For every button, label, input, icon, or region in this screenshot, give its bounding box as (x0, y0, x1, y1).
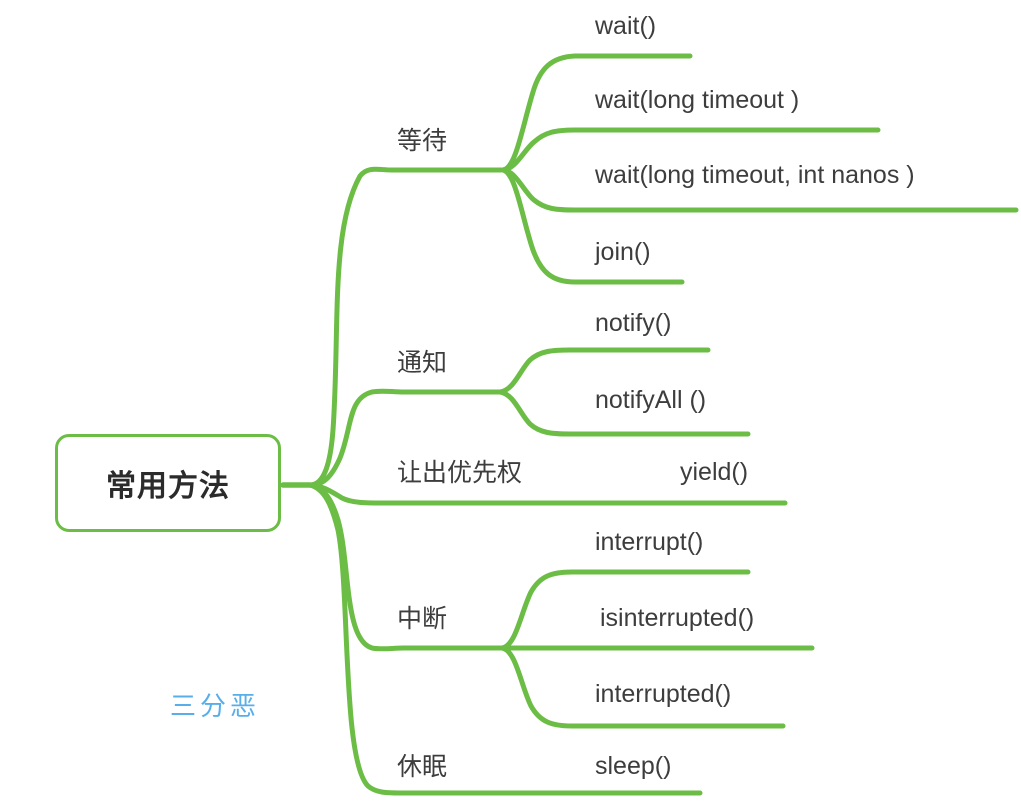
leaf-label-wait-1[interactable]: wait(long timeout ) (595, 86, 800, 114)
sub-branch-line-interrupt-2 (499, 645, 786, 729)
branch-label-yield[interactable]: 让出优先权 (397, 458, 523, 487)
root-node-label: 常用方法 (106, 469, 230, 504)
sub-branch-line-interrupt-0 (499, 569, 751, 651)
branch-label-wait[interactable]: 等待 (397, 126, 448, 155)
sub-branch-line-wait-1 (500, 127, 881, 173)
leaf-label-wait-2[interactable]: wait(long timeout, int nanos ) (595, 161, 915, 189)
watermark-text: 三分恶 (170, 692, 261, 722)
leaf-label-wait-0[interactable]: wait() (595, 12, 657, 40)
sub-branch-line-wait-2 (500, 167, 1019, 213)
sub-branch-line-wait-0 (500, 53, 693, 173)
main-branch-line-yield (307, 482, 788, 506)
leaf-label-notify-1[interactable]: notifyAll () (595, 386, 707, 414)
leaf-label-sleep-0[interactable]: sleep() (595, 752, 672, 780)
sub-branch-line-notify-0 (497, 347, 711, 395)
root-node[interactable]: 常用方法 (55, 434, 281, 532)
sub-branch-line-wait-3 (500, 167, 685, 285)
main-branch-line-wait (307, 166, 506, 488)
sub-branch-line-notify-1 (497, 389, 751, 437)
branch-label-interrupt[interactable]: 中断 (397, 604, 448, 633)
branch-label-sleep[interactable]: 休眠 (397, 752, 448, 781)
leaf-label-wait-3[interactable]: join() (595, 238, 651, 266)
branch-label-notify[interactable]: 通知 (397, 348, 448, 377)
leaf-label-interrupt-2[interactable]: interrupted() (595, 680, 732, 708)
leaf-label-yield-0[interactable]: yield() (680, 458, 749, 486)
main-branch-line-sleep (307, 482, 703, 796)
leaf-label-interrupt-1[interactable]: isinterrupted() (600, 604, 755, 632)
leaf-label-interrupt-0[interactable]: interrupt() (595, 528, 704, 556)
leaf-label-notify-0[interactable]: notify() (595, 309, 672, 337)
main-branch-line-notify (307, 388, 503, 488)
